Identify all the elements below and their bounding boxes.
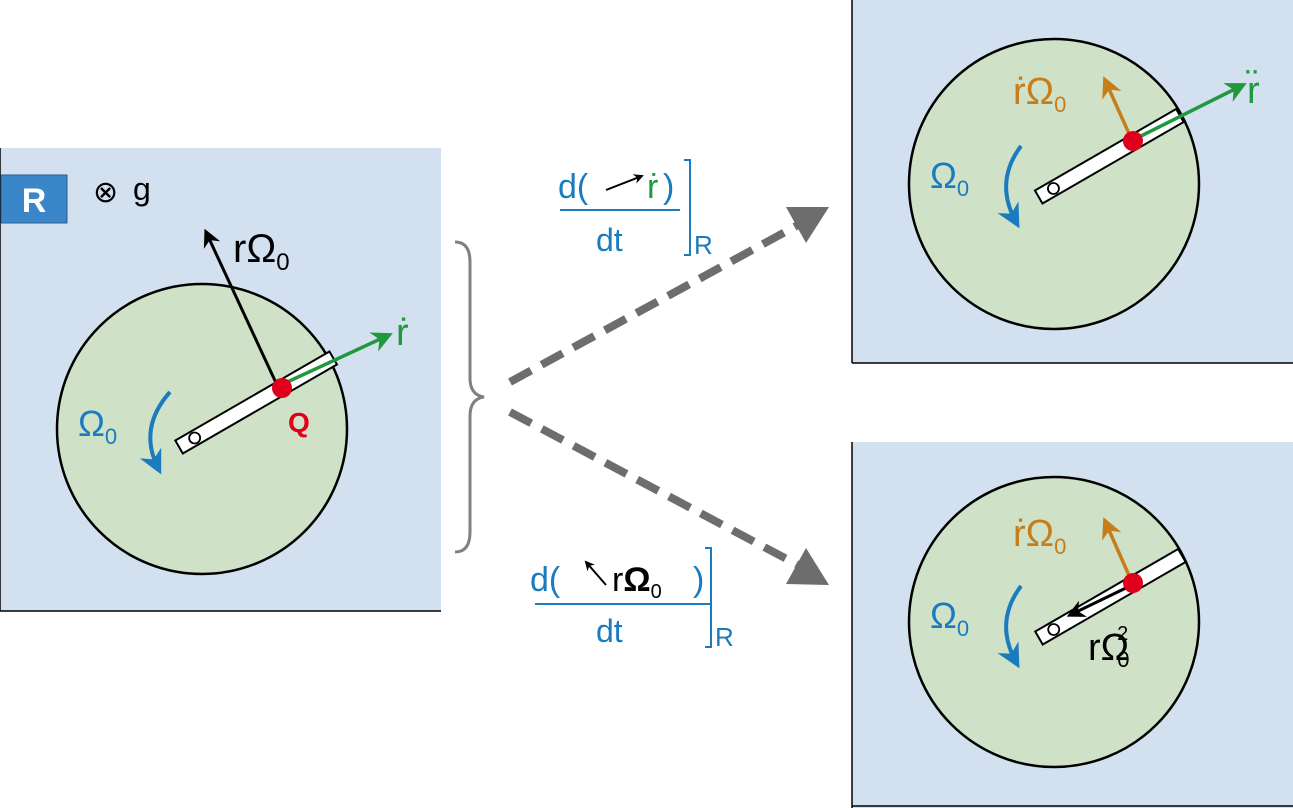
frame-label: R [22,182,47,220]
curly-brace [454,240,485,554]
derivative-top-denominator: dt [596,222,623,258]
dashed-arrow-top [508,221,800,386]
point-q-marker [272,378,292,398]
derivative-rdot: d( ṙ ) dt R [558,159,713,260]
derivative-bottom-close: ) [693,561,704,599]
unit-tangential-icon [584,560,607,586]
omega-label-bottom: Ω0 [930,595,969,641]
derivative-bottom-open: d( [530,561,561,599]
r-ddot-acceleration-arrow [1136,83,1247,140]
left-panel: R ⊗ g rΩ0 ṙ Q Ω0 [0,148,441,612]
derivative-top-close: ) [663,168,674,206]
frame-bracket-bottom [705,547,712,648]
omega-label: Ω0 [78,403,117,449]
rotation-direction-arrow [139,390,172,475]
rotation-direction-arrow-bottom [997,584,1023,669]
omega-label-top: Ω0 [930,155,969,201]
dashed-arrow-bottom-head [786,548,829,585]
derivative-bottom-vector: rΩ0 [612,561,662,603]
coriolis-label-top: ṙΩ0 [1013,71,1066,117]
rotation-direction-arrow-top [997,144,1023,229]
dashed-arrow-bottom [508,408,800,569]
derivative-bottom-denominator: dt [596,613,623,649]
frame-bracket-top [684,159,691,256]
coriolis-arrow-bottom [1102,517,1133,581]
derivative-top-open: d( [558,168,589,206]
coriolis-label-bottom: ṙΩ0 [1013,513,1066,559]
point-q-marker-bottom [1123,573,1143,593]
frame-label-badge: R [0,174,68,224]
unit-radial-icon [605,174,644,191]
coriolis-arrow-top [1102,76,1133,139]
gravity-into-page-icon: ⊗ [93,176,118,209]
r-ddot-label: r̈ [1245,69,1260,112]
gravity-label: g [133,171,151,207]
derivative-top-vector: ṙ [647,168,658,206]
centripetal-arrow [1066,584,1131,617]
pivot-hole [188,431,202,445]
r-dot-label: ṙ [396,312,409,354]
r-dot-velocity-arrow [282,332,393,386]
top-right-panel: r̈ ṙΩ0 Ω0 [851,0,1293,364]
derivative-top-frame: R [694,230,713,260]
r-omega-label: rΩ0 [233,227,290,276]
r-omega-velocity-arrow [203,228,279,386]
derivative-bottom-frame: R [715,622,734,652]
dashed-arrow-top-head [786,207,829,243]
point-q-label: Q [288,407,310,438]
derivative-r-omega: d( rΩ0 ) dt R [530,547,734,652]
point-q-marker-top [1123,131,1143,151]
